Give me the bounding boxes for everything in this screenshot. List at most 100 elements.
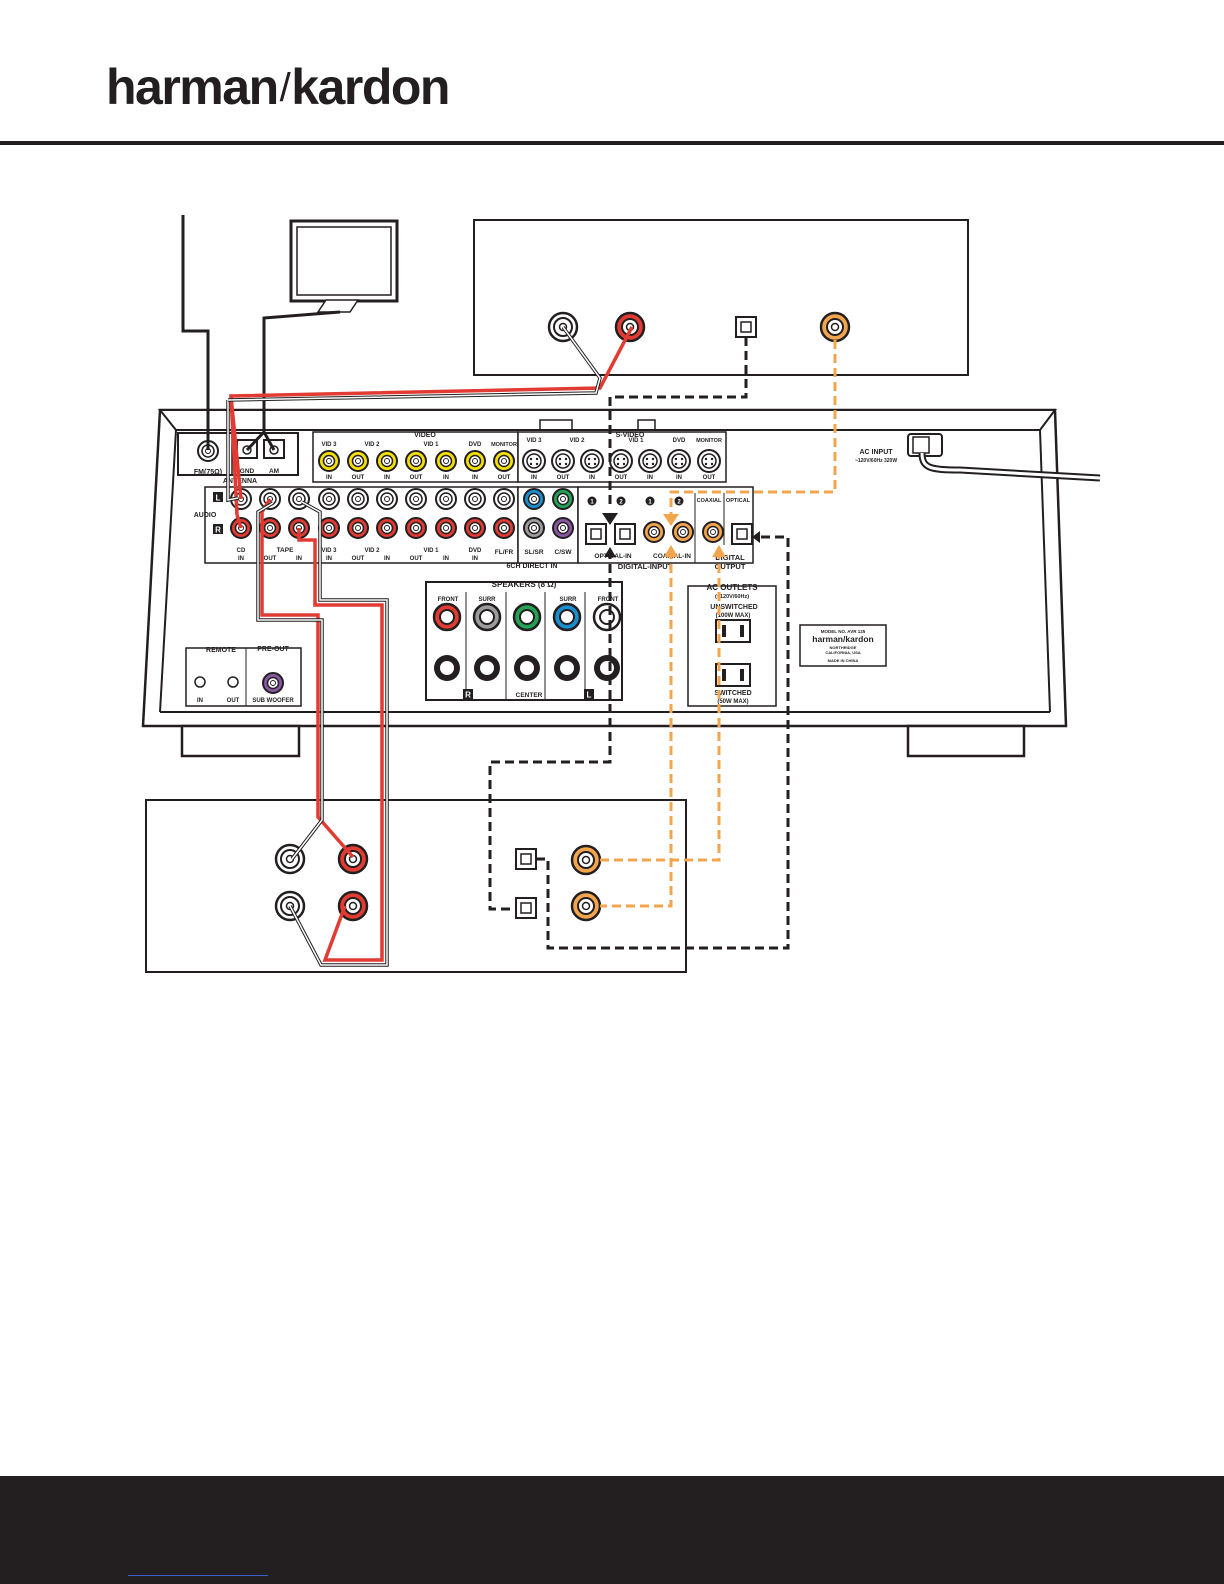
audio-jack[interactable]	[405, 488, 427, 510]
dvd-label: DVD	[469, 442, 482, 448]
speaker-terminal[interactable]	[474, 655, 500, 681]
speaker-terminal[interactable]	[552, 602, 582, 632]
surr-label: SURR	[559, 597, 577, 603]
video-jack-panel: VIDEO S-VIDEO VID 3 VID 2 VID 1 DVD MONI…	[312, 431, 727, 483]
audio-jack[interactable]	[376, 517, 398, 539]
remote-out-jack[interactable]	[227, 676, 239, 688]
speaker-terminal[interactable]	[594, 655, 620, 681]
in-label: IN	[531, 475, 537, 481]
brand-name-1: harman	[106, 59, 279, 115]
brand-name-2: kardon	[291, 59, 450, 115]
video-jack[interactable]	[493, 450, 515, 472]
connection-diagram: FM(75Ω) GND AM ANTENNA VIDEO S-VIDEO V	[141, 215, 1101, 973]
ac-outlets-rating: (~120V/60Hz)	[715, 594, 749, 600]
source-analog-cables	[226, 325, 634, 529]
audio-jack[interactable]	[435, 517, 457, 539]
digital-output-label-2: OUTPUT	[715, 562, 746, 571]
audio-jack[interactable]	[464, 488, 486, 510]
vid1-label: VID 1	[423, 442, 439, 448]
audio-jack[interactable]	[523, 517, 545, 539]
dvd-label: DVD	[469, 548, 482, 554]
fm-label: FM(75Ω)	[194, 469, 222, 476]
subwoofer-out-jack[interactable]	[262, 672, 284, 694]
video-jack[interactable]	[318, 450, 340, 472]
svideo-jack[interactable]	[580, 449, 604, 473]
audio-jack[interactable]	[552, 488, 574, 510]
speaker-terminal[interactable]	[592, 602, 622, 632]
out-label: OUT	[703, 475, 716, 481]
audio-jack[interactable]	[493, 488, 515, 510]
svideo-jack[interactable]	[609, 449, 633, 473]
remote-out-label: OUT	[227, 698, 240, 704]
optical-out-jack[interactable]	[731, 523, 753, 545]
optical-arrows	[602, 513, 760, 557]
recorder-optical-in[interactable]	[515, 848, 537, 870]
audio-jack[interactable]	[435, 488, 457, 510]
right-channel-badge: R	[215, 526, 221, 535]
video-jack[interactable]	[347, 450, 369, 472]
gnd-label: GND	[240, 468, 255, 475]
audio-jack[interactable]	[493, 517, 515, 539]
svideo-jack[interactable]	[697, 449, 721, 473]
footer-link-underline[interactable]	[128, 1575, 268, 1576]
vid2-label: VID 2	[364, 548, 380, 554]
out-label: OUT	[615, 475, 628, 481]
svideo-jack[interactable]	[522, 449, 546, 473]
speaker-terminal[interactable]	[434, 655, 460, 681]
am-loop-antenna	[245, 219, 399, 452]
tape-label: TAPE	[277, 547, 295, 554]
audio-jack[interactable]	[376, 488, 398, 510]
speaker-terminal[interactable]	[432, 602, 462, 632]
audio-jack[interactable]	[405, 517, 427, 539]
ac-outlets-panel: AC OUTLETS (~120V/60Hz) UNSWITCHED (100W…	[687, 583, 777, 707]
unswitched-outlet[interactable]	[715, 619, 751, 643]
in-label: IN	[472, 475, 478, 481]
remote-in-jack[interactable]	[194, 676, 206, 688]
recorder-optical-out[interactable]	[515, 897, 537, 919]
in-label: IN	[443, 556, 449, 562]
audio-jack[interactable]	[347, 517, 369, 539]
coaxial-out-jack[interactable]	[702, 521, 724, 543]
svideo-jack[interactable]	[551, 449, 575, 473]
video-jack[interactable]	[464, 450, 486, 472]
logo-slash: /	[279, 66, 291, 110]
source-audio-right-out[interactable]	[614, 311, 646, 343]
audio-jack[interactable]	[523, 488, 545, 510]
audio-jack[interactable]	[347, 488, 369, 510]
audio-jack[interactable]	[552, 517, 574, 539]
speaker-terminal[interactable]	[514, 655, 540, 681]
speaker-terminal[interactable]	[472, 602, 502, 632]
in-label: IN	[676, 475, 682, 481]
source-optical-out[interactable]	[735, 316, 757, 338]
svideo-jack[interactable]	[638, 449, 662, 473]
svideo-jack[interactable]	[667, 449, 691, 473]
vid2-label: VID 2	[364, 442, 380, 448]
audio-jack[interactable]	[318, 517, 340, 539]
coaxial-in-1-jack[interactable]	[643, 521, 665, 543]
out-label: OUT	[352, 556, 365, 562]
source-coaxial-out[interactable]	[819, 311, 851, 343]
video-jack[interactable]	[405, 450, 427, 472]
top-source-device	[473, 219, 969, 376]
video-jack[interactable]	[376, 450, 398, 472]
video-jack[interactable]	[435, 450, 457, 472]
speaker-r-badge: R	[465, 691, 471, 700]
switched-outlet[interactable]	[715, 663, 751, 687]
recorder-coaxial-out[interactable]	[570, 890, 602, 922]
sv-vid1-label: VID 1	[628, 438, 644, 444]
optical-in-2-jack[interactable]	[614, 523, 636, 545]
fl-fr-label: FL/FR	[495, 549, 514, 556]
ac-input: AC INPUT ~120V/60Hz 320W	[855, 433, 1101, 482]
coaxial-in-2-jack[interactable]	[672, 521, 694, 543]
sv-vid2-label: VID 2	[569, 438, 585, 444]
optical-in-1-jack[interactable]	[585, 523, 607, 545]
speaker-terminal[interactable]	[512, 602, 542, 632]
recorder-right-in[interactable]	[337, 843, 369, 875]
digital-optical-cables	[488, 337, 790, 950]
speaker-terminal[interactable]	[554, 655, 580, 681]
audio-jack[interactable]	[318, 488, 340, 510]
audio-jack[interactable]	[464, 517, 486, 539]
recorder-coaxial-in[interactable]	[570, 844, 602, 876]
remote-preout-panel: REMOTE PRE-OUT IN OUT SUB WOOFER	[185, 646, 302, 707]
in-label: IN	[472, 556, 478, 562]
